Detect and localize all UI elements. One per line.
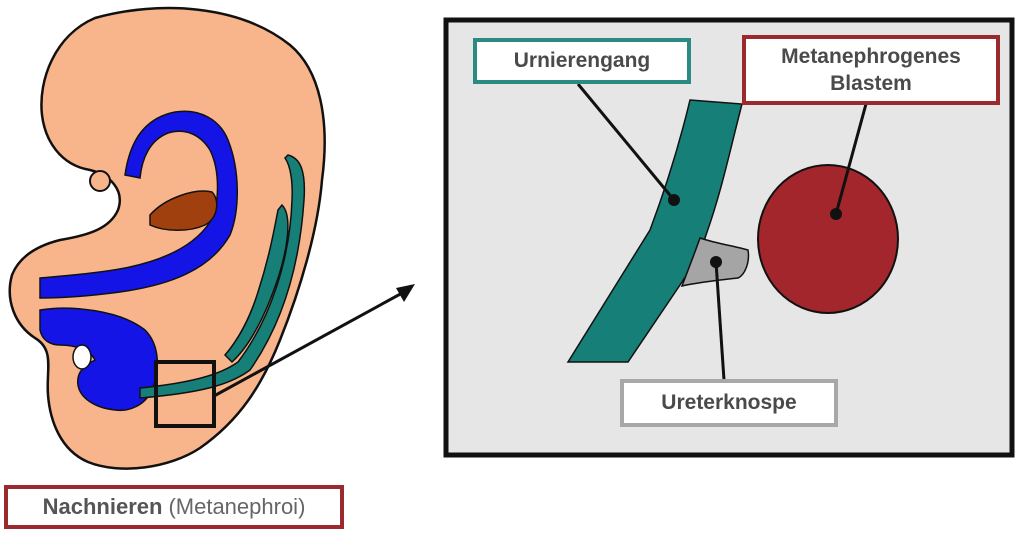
cloaca [39,307,159,412]
label-ureterknospe-text: Ureterknospe [661,391,797,414]
label-ureterknospe: Ureterknospe [620,379,838,427]
gut-tube [39,110,238,299]
allantois-notch [72,344,92,370]
caption-main: Nachnieren [42,494,163,519]
caption-sub: (Metanephroi) [168,494,306,519]
dot-ureterknospe [710,256,722,268]
leader-blastem [834,103,868,215]
dot-urnierengang [668,194,680,206]
figure-caption: Nachnieren (Metanephroi) [4,485,344,529]
label-blastem-line2: Blastem [830,72,912,95]
zoom-arrow-head [396,284,415,302]
leader-ureterknospe [714,261,726,381]
duct-outer [139,154,306,399]
dot-blastem [830,208,842,220]
label-urnierengang: Urnierengang [473,38,691,84]
duct-inner [223,203,289,364]
liver [149,190,218,231]
label-metanephrogenes-blastem: Metanephrogenes Blastem [742,35,1000,105]
blastem-shape [757,164,899,314]
label-urnierengang-text: Urnierengang [513,49,651,72]
label-blastem-line1: Metanephrogenes [781,45,961,68]
zoom-region-box [154,360,216,428]
eye-circle [89,170,111,192]
zoom-arrow-line [213,290,405,398]
leader-urnierengang [576,83,676,201]
